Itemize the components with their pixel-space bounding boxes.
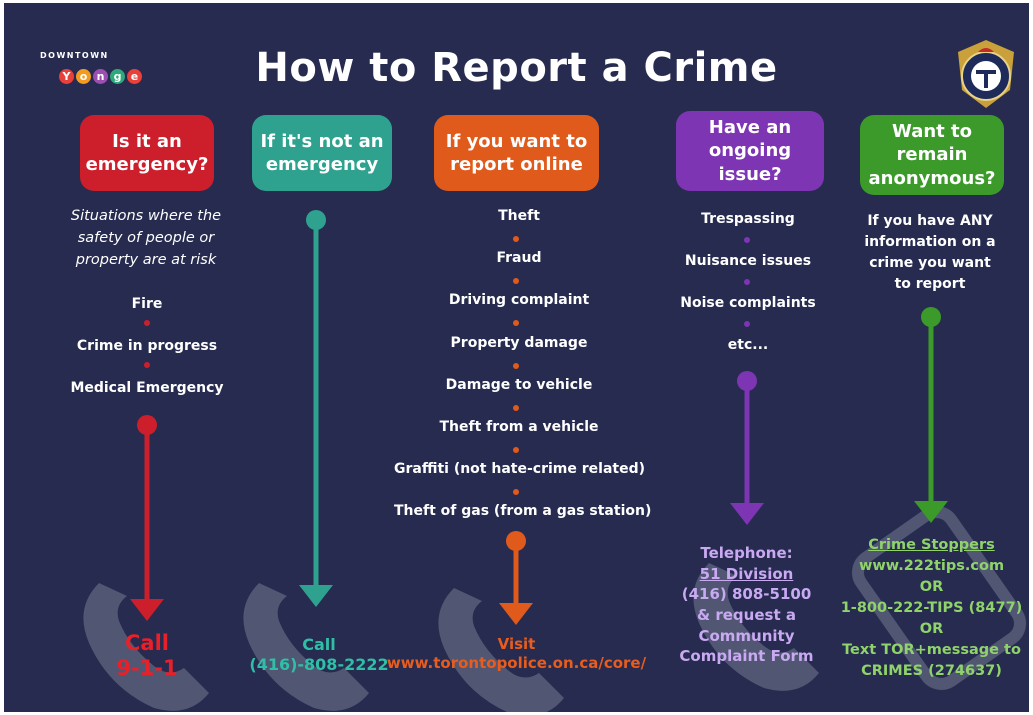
page-title: How to Report a Crime bbox=[255, 45, 778, 91]
list-dot bbox=[513, 363, 519, 369]
phone-icon bbox=[693, 563, 819, 691]
logo-letter: o bbox=[76, 69, 91, 84]
list-item: Driving complaint bbox=[448, 292, 590, 308]
purple-arrow bbox=[730, 371, 764, 525]
action-line: 1-800-222-TIPS (8477) bbox=[840, 600, 1023, 617]
orange-arrow bbox=[499, 531, 533, 625]
action-line: Community bbox=[698, 626, 795, 645]
list-item: Noise complaints bbox=[680, 295, 816, 311]
downtown-label: DOWNTOWN bbox=[40, 51, 109, 60]
phone-watermarks bbox=[83, 506, 1027, 712]
action-line: Complaint Form bbox=[679, 647, 814, 666]
list-dot bbox=[513, 236, 519, 242]
action-line: 9-1-1 bbox=[116, 656, 178, 681]
list-item: Theft bbox=[498, 208, 540, 224]
teal-arrow bbox=[299, 210, 333, 607]
emergency-intro: Situations where the safety of people or… bbox=[70, 208, 222, 268]
logo-letter: e bbox=[127, 69, 142, 84]
action-line: 51 Division bbox=[699, 564, 794, 583]
list-item: Fraud bbox=[496, 250, 542, 266]
action-line: Call bbox=[302, 635, 336, 654]
list-item: Trespassing bbox=[701, 211, 795, 227]
list-dot bbox=[513, 447, 519, 453]
action-line: (416)-808-2222 bbox=[249, 655, 389, 674]
action-line: Text TOR+message to bbox=[842, 642, 1021, 659]
action-line: OR bbox=[919, 621, 944, 638]
action-line: & request a bbox=[697, 606, 796, 625]
green-arrow bbox=[914, 307, 948, 523]
list-dot bbox=[513, 278, 519, 284]
list-item: Property damage bbox=[450, 335, 588, 351]
action-line: www.222tips.com bbox=[858, 558, 1005, 575]
non-emergency-action: Call (416)-808-2222 bbox=[229, 635, 409, 675]
list-item: etc... bbox=[727, 337, 769, 353]
list-dot bbox=[513, 405, 519, 411]
emergency-action: Call 9-1-1 bbox=[67, 631, 227, 681]
anonymous-action: Crime Stoppers www.222tips.com OR 1-800-… bbox=[834, 535, 1029, 682]
report-online-header: If you want to report online bbox=[434, 115, 599, 191]
list-item: Graffiti (not hate-crime related) bbox=[394, 461, 645, 477]
list-dot bbox=[513, 489, 519, 495]
online-action: Visit www.torontopolice.on.ca/core/ bbox=[374, 635, 659, 673]
action-line: CRIMES (274637) bbox=[861, 663, 1002, 680]
mobile-phone-icon bbox=[851, 506, 1027, 690]
phone-icon bbox=[438, 588, 564, 712]
emergency-header: Is it an emergency? bbox=[80, 115, 214, 191]
action-line: www.torontopolice.on.ca/core/ bbox=[386, 653, 647, 672]
list-dot bbox=[144, 320, 150, 326]
list-dot bbox=[744, 321, 750, 327]
list-item: Fire bbox=[131, 296, 163, 312]
list-item: Theft of gas (from a gas station) bbox=[394, 503, 652, 519]
phone-icon bbox=[243, 583, 369, 711]
anonymous-header: Want to remain anonymous? bbox=[860, 115, 1004, 195]
action-line: Crime Stoppers bbox=[868, 537, 995, 553]
ongoing-issue-header: Have an ongoing issue? bbox=[676, 111, 824, 191]
list-item: Crime in progress bbox=[76, 338, 218, 354]
list-dot bbox=[744, 237, 750, 243]
logo-letter: Y bbox=[59, 69, 74, 84]
list-dot bbox=[144, 362, 150, 368]
list-dot bbox=[744, 279, 750, 285]
list-item: Damage to vehicle bbox=[445, 377, 593, 393]
logo-letter: g bbox=[110, 69, 125, 84]
action-line: Call bbox=[125, 631, 169, 655]
list-dot bbox=[513, 320, 519, 326]
action-line: Telephone: bbox=[700, 544, 793, 562]
action-line: (416) 808-5100 bbox=[681, 585, 812, 604]
logo-letter: n bbox=[93, 69, 108, 84]
police-badge-icon bbox=[958, 40, 1014, 108]
list-item: Theft from a vehicle bbox=[439, 419, 599, 435]
anonymous-intro: If you have ANY information on a crime y… bbox=[864, 213, 996, 292]
action-line: OR bbox=[919, 579, 944, 596]
list-item: Nuisance issues bbox=[684, 253, 812, 269]
ongoing-action: Telephone: 51 Division (416) 808-5100 & … bbox=[669, 543, 824, 667]
red-arrow bbox=[130, 415, 164, 621]
phone-icon bbox=[83, 583, 209, 711]
flow-arrows bbox=[130, 210, 948, 625]
non-emergency-header: If it's not an emergency bbox=[252, 115, 392, 191]
list-item: Medical Emergency bbox=[70, 380, 224, 396]
action-line: Visit bbox=[497, 635, 536, 653]
